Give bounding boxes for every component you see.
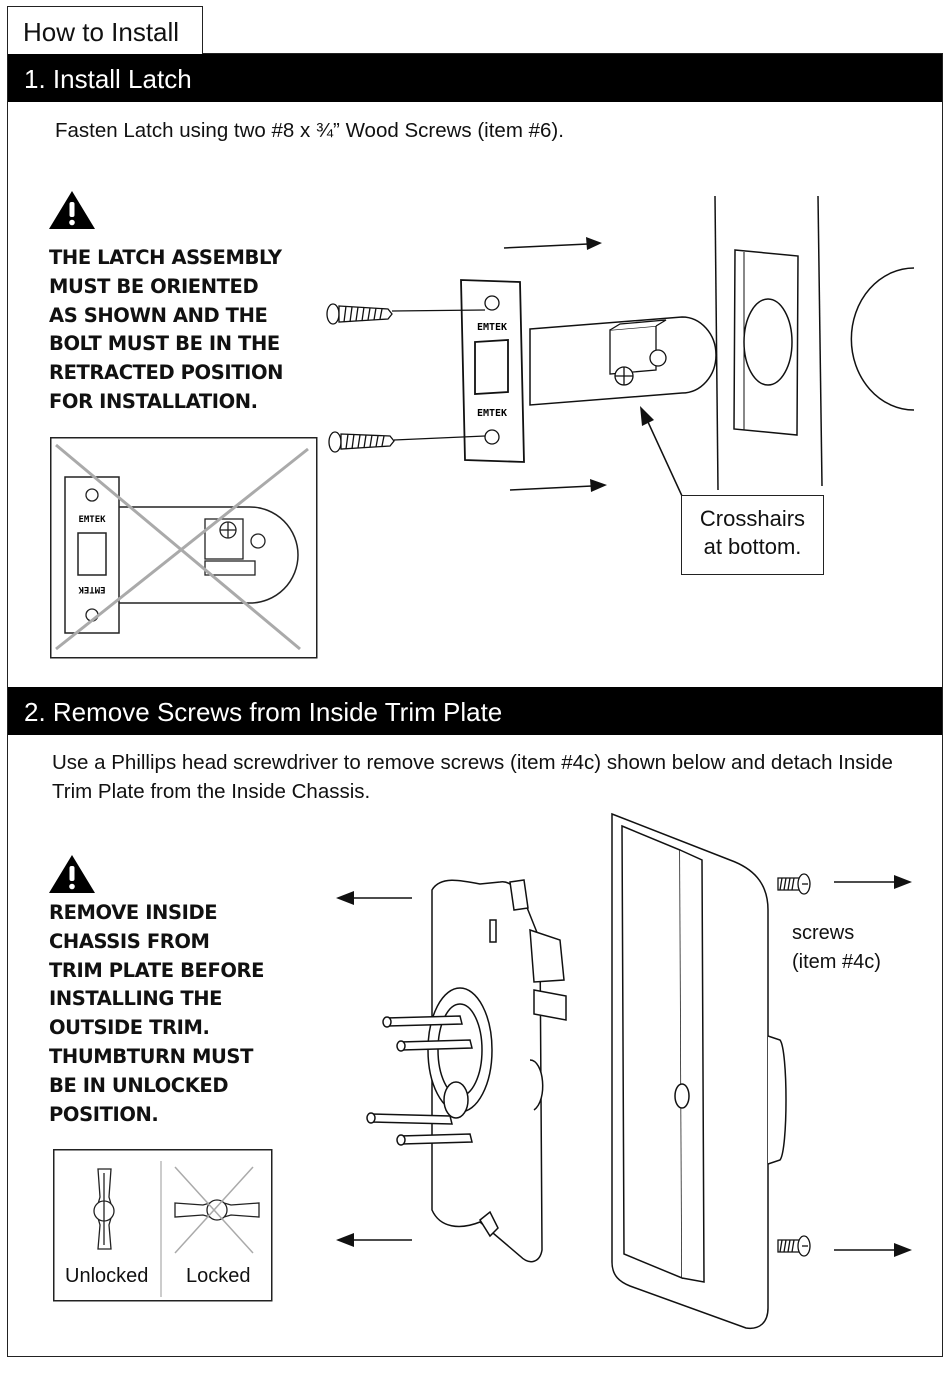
svg-text:EMTEK: EMTEK — [78, 515, 106, 525]
section-1-instruction: Fasten Latch using two #8 x ¾” Wood Scre… — [55, 119, 564, 142]
unlocked-label: Unlocked — [65, 1265, 149, 1287]
locked-thumbturn-icon — [174, 1199, 260, 1221]
locked-label: Locked — [186, 1265, 251, 1287]
warning-icon — [49, 855, 95, 893]
section-2-header: 2. Remove Screws from Inside Trim Plate — [8, 687, 942, 735]
svg-text:EMTEK: EMTEK — [477, 408, 507, 419]
screw-icon — [777, 873, 811, 895]
screws-label: screws — [792, 922, 855, 944]
page-tab-title: How to Install — [7, 6, 203, 54]
latch-installation-illustration: EMTEK EMTEK — [326, 195, 915, 497]
svg-text:EMTEK: EMTEK — [78, 584, 106, 594]
remove-chassis-warning: REMOVE INSIDE CHASSIS FROM TRIM PLATE BE… — [49, 901, 265, 1126]
unlocked-thumbturn-icon — [93, 1168, 115, 1250]
page-frame — [7, 53, 943, 1357]
trim-plate-illustration — [336, 812, 912, 1330]
crosshairs-callout: Crosshairs at bottom. — [681, 495, 824, 575]
incorrect-orientation-inset: EMTEK EMTEK — [50, 437, 318, 659]
latch-orientation-warning: THE LATCH ASSEMBLY MUST BE ORIENTED AS S… — [49, 246, 284, 413]
svg-text:EMTEK: EMTEK — [477, 322, 507, 333]
section-1-header: 1. Install Latch — [8, 54, 942, 102]
section-2-instruction: Use a Phillips head screwdriver to remov… — [52, 751, 893, 803]
screws-item-label: (item #4c) — [792, 951, 881, 973]
thumbturn-position-inset — [53, 1149, 273, 1302]
warning-icon — [49, 191, 95, 229]
screw-icon — [777, 1235, 811, 1257]
